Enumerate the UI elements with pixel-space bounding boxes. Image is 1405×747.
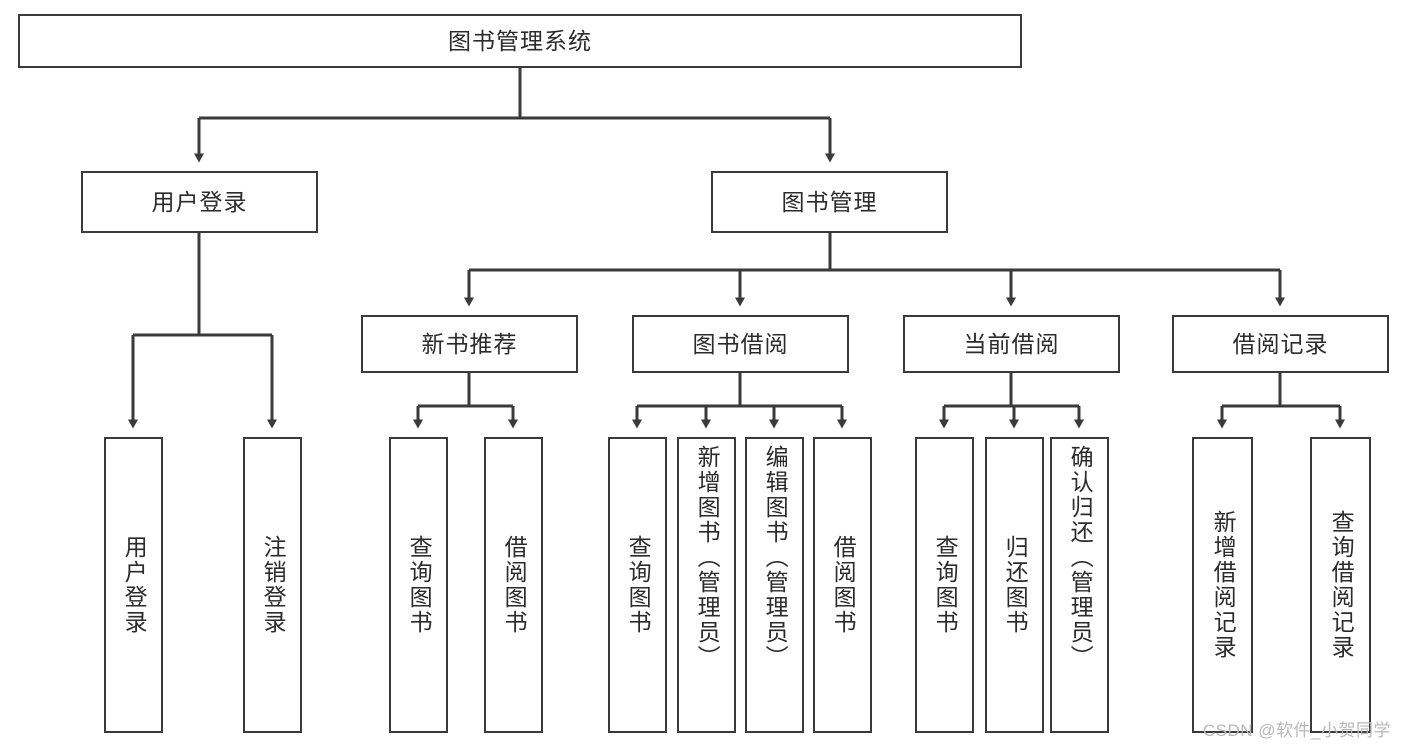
leaf-node-return-book[interactable]: 归还图书 [985,437,1044,733]
leaf-node-label: 查询图书 [932,535,959,635]
node-borrow-record-label: 借阅记录 [1232,330,1329,357]
leaf-node-label: 借阅图书 [501,535,528,635]
node-book-borrow[interactable]: 图书借阅 [632,315,849,373]
node-new-book-recommend[interactable]: 新书推荐 [361,315,578,373]
node-current-borrow-label: 当前借阅 [963,330,1060,357]
leaf-node-label: 注销登录 [260,535,287,635]
node-user-login[interactable]: 用户登录 [81,171,318,233]
leaf-node-label: 借阅图书 [830,535,857,635]
leaf-node-borrow-book-1[interactable]: 借阅图书 [484,437,543,733]
leaf-node-edit-book-admin[interactable]: 编辑图书（管理员） [745,437,804,733]
leaf-node-borrow-book-2[interactable]: 借阅图书 [813,437,872,733]
leaf-node-label: 编辑图书（管理员） [762,445,789,670]
leaf-node-user-login[interactable]: 用户登录 [104,437,163,733]
leaf-node-add-book-admin[interactable]: 新增图书（管理员） [677,437,736,733]
leaf-node-query-book-2[interactable]: 查询图书 [608,437,667,733]
node-new-book-recommend-label: 新书推荐 [421,330,518,357]
leaf-node-query-borrow-record[interactable]: 查询借阅记录 [1310,437,1371,733]
leaf-node-label: 查询图书 [625,535,652,635]
leaf-node-label: 确认归还（管理员） [1067,445,1094,670]
node-current-borrow[interactable]: 当前借阅 [903,315,1120,373]
leaf-node-label: 查询图书 [406,535,433,635]
leaf-node-logout-login[interactable]: 注销登录 [243,437,302,733]
node-book-manage-label: 图书管理 [781,188,878,215]
leaf-node-query-book-3[interactable]: 查询图书 [915,437,974,733]
leaf-node-query-book-1[interactable]: 查询图书 [389,437,448,733]
connector-lines [128,68,1345,429]
leaf-node-add-borrow-record[interactable]: 新增借阅记录 [1192,437,1253,733]
leaf-node-confirm-return-admin[interactable]: 确认归还（管理员） [1050,437,1109,733]
node-book-manage[interactable]: 图书管理 [711,171,948,233]
leaf-node-label: 归还图书 [1002,535,1029,635]
leaf-node-label: 新增图书（管理员） [694,445,721,670]
node-borrow-record[interactable]: 借阅记录 [1172,315,1389,373]
leaf-node-label: 查询借阅记录 [1328,510,1355,660]
node-root-label: 图书管理系统 [448,27,592,54]
leaf-node-label: 新增借阅记录 [1210,510,1237,660]
leaf-node-label: 用户登录 [121,535,148,635]
node-user-login-label: 用户登录 [151,188,248,215]
node-root[interactable]: 图书管理系统 [18,14,1022,68]
node-book-borrow-label: 图书借阅 [692,330,789,357]
